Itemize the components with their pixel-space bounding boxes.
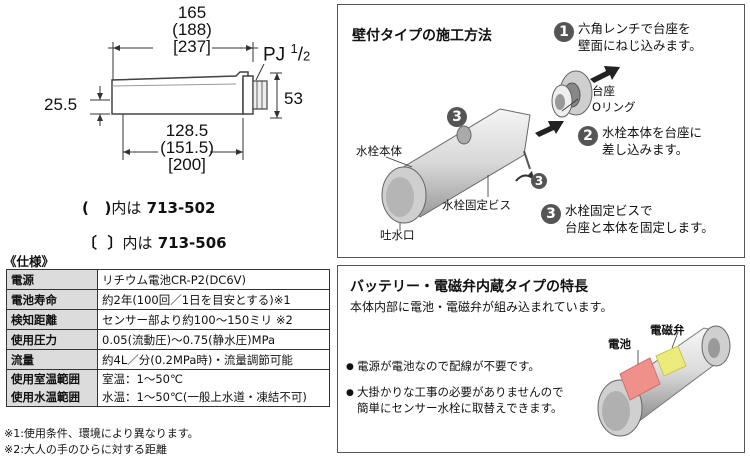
label-spout: 吐水口	[380, 228, 415, 242]
step-3-text: 水栓固定ビスで 台座と本体を固定します。	[565, 203, 714, 235]
battery-title: バッテリー・電磁弁内蔵タイプの特長	[350, 279, 588, 295]
step-marker-3-screw: 3	[531, 173, 547, 189]
arrow-step1	[590, 66, 620, 83]
step-3-number: 3	[541, 204, 561, 224]
top-dim-bracket: [237]	[173, 37, 211, 56]
top-dimension: 165 (188) [237]	[164, 4, 220, 55]
top-dim-value: 165	[177, 3, 207, 22]
battery-illustration	[597, 325, 731, 437]
label-battery: 電池	[608, 337, 631, 351]
label-fixing-screw: 水栓固定ビス	[442, 198, 511, 212]
battery-subtitle: 本体内部に電池・電磁弁が組み込まれています。	[350, 300, 613, 314]
bullet-text-1: 電源が電池なので配線が不要です。	[357, 359, 540, 373]
model-number-502: 713-502	[146, 199, 216, 217]
model-note-bracket: 〔 〕内は 713-506	[82, 234, 227, 252]
arrow-step2	[535, 121, 564, 137]
step-2-number: 2	[578, 126, 598, 146]
right-height-dim: 53	[284, 89, 303, 108]
pipe-label: PJ	[263, 44, 286, 66]
table-row: 使用水温範囲水温：1〜50℃(一般上水道・凍結不可)	[6, 388, 330, 407]
label-valve: 電磁弁	[650, 323, 685, 337]
bottom-dim-value: 128.5	[165, 121, 209, 140]
model-number-506: 713-506	[157, 234, 227, 252]
footnote-2: ※2:大人の手のひらに対する距離	[4, 443, 167, 456]
battery-panel: バッテリー・電磁弁内蔵タイプの特長 本体内部に電池・電磁弁が組み込まれています。…	[337, 265, 745, 453]
table-row: 使用室温範囲室温：1〜50℃	[6, 369, 330, 388]
label-base: 台座	[592, 84, 615, 98]
table-row: 検知距離センサー部より約100〜150ミリ ※2	[6, 309, 330, 330]
install-illustration	[381, 66, 620, 231]
battery-part	[619, 357, 661, 401]
bullet-text-2: 大掛かりな工事の必要がありませんので 簡単にセンサー水栓に取替えできます。	[357, 385, 564, 415]
pipe-fraction-den: 2	[302, 48, 311, 64]
model-note-paren: ( )内は 713-502	[82, 199, 216, 217]
bottom-dim-paren: (151.5)	[160, 138, 214, 157]
table-row: 流量約4L／分(0.2MPa時)・流量調節可能	[6, 349, 330, 370]
label-faucet-body: 水栓本体	[356, 144, 402, 158]
install-panel: 壁付タイプの施工方法 3 3 1	[337, 4, 745, 258]
install-title: 壁付タイプの施工方法	[352, 28, 492, 44]
spec-title: 《仕様》	[4, 254, 55, 269]
label-oring: Oリング	[592, 100, 636, 114]
valve-part	[655, 345, 687, 377]
bullet-icon-1: ●	[346, 362, 354, 372]
faucet-outline-drawing	[90, 42, 282, 160]
bottom-dim-bracket: [200]	[168, 155, 206, 174]
pipe-fraction-num: 1	[290, 41, 298, 56]
spec-table: 電源リチウム電池CR-P2(DC6V) 電池寿命約2年(100回／1日を目安とす…	[6, 269, 330, 407]
top-dim-paren: (188)	[172, 20, 212, 39]
step-1-number: 1	[554, 22, 574, 42]
bottom-dimension: 128.5 (151.5) [200]	[156, 122, 218, 173]
left-height-dim: 25.5	[44, 95, 78, 114]
bullet-icon-2: ●	[346, 388, 354, 398]
step-1-text: 六角レンチで台座を 壁面にねじ込みます。	[578, 21, 702, 53]
pipe-spec: PJ 1/2	[263, 41, 311, 66]
footnote-1: ※1:使用条件、環境により異なります。	[4, 427, 199, 440]
step-2-text: 水栓本体を台座に 差し込みます。	[602, 125, 703, 157]
table-row: 電源リチウム電池CR-P2(DC6V)	[6, 269, 330, 290]
step-marker-3: 3	[447, 107, 467, 127]
table-row: 電池寿命約2年(100回／1日を目安とする)※1	[6, 289, 330, 310]
